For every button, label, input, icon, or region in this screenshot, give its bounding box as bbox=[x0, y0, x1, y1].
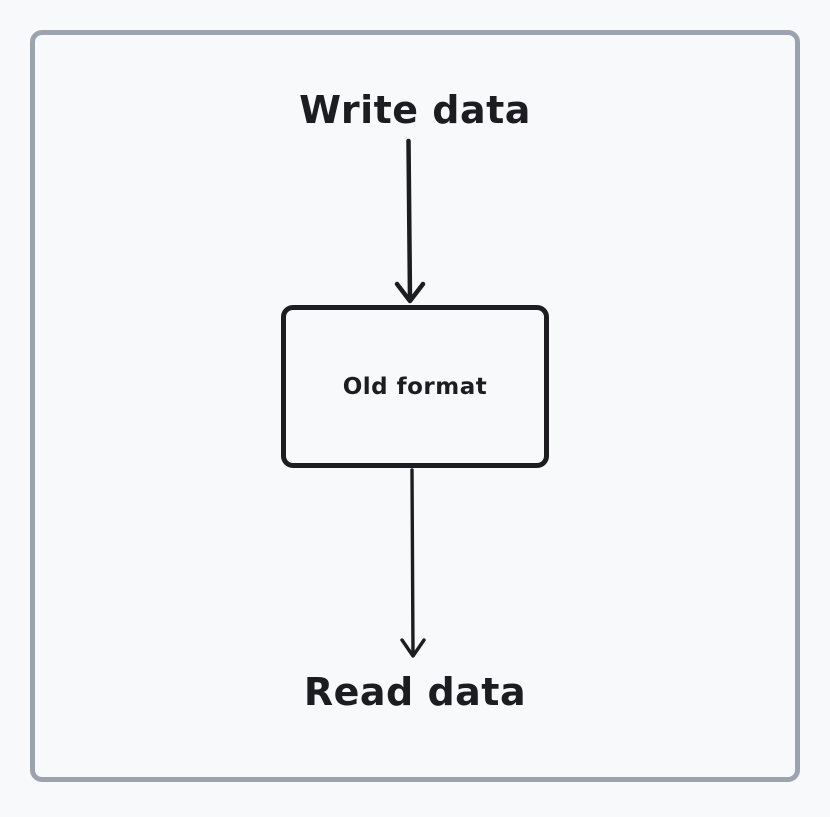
old-format-node: Old format bbox=[281, 305, 549, 468]
old-format-node-label: Old format bbox=[342, 373, 488, 400]
write-data-label: Write data bbox=[299, 88, 531, 132]
diagram-frame bbox=[30, 30, 800, 782]
read-data-label: Read data bbox=[303, 670, 527, 714]
